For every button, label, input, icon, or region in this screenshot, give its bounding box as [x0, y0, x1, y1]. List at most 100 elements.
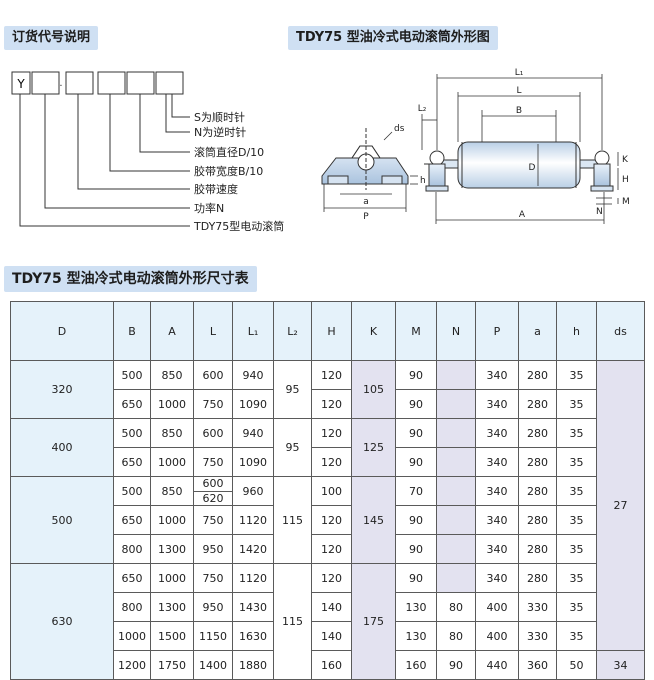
dim-label-a-length: A — [519, 210, 526, 220]
h-small-cell: 35 — [556, 389, 597, 419]
n-cell — [436, 418, 476, 448]
p-cell: 440 — [475, 650, 519, 680]
belt-width-cell: 500 — [113, 476, 151, 506]
length-l-cell: 600 — [193, 360, 233, 390]
p-cell: 340 — [475, 418, 519, 448]
height-h-cell: 100 — [311, 476, 352, 506]
bearing-seat-side-view — [321, 128, 409, 190]
dim-label-k: K — [622, 155, 629, 165]
column-header: h — [556, 301, 597, 361]
column-header: L₁ — [232, 301, 274, 361]
a-cell: 280 — [518, 447, 557, 477]
dim-label-m: M — [622, 197, 630, 207]
height-h-cell: 120 — [311, 447, 352, 477]
diameter-cell: 320 — [10, 360, 114, 419]
length-a-cell: 1300 — [150, 592, 194, 622]
code-box-power — [31, 71, 60, 95]
dim-label-p: P — [363, 212, 369, 222]
height-h-cell: 120 — [311, 505, 352, 535]
column-header: B — [113, 301, 151, 361]
length-l-cell: 750 — [193, 563, 233, 593]
belt-width-cell: 650 — [113, 563, 151, 593]
length-l-cell: 950 — [193, 534, 233, 564]
dim-label-a: a — [363, 197, 369, 207]
dim-label-ds: ds — [394, 124, 405, 134]
length-a-cell: 1000 — [150, 505, 194, 535]
code-label-diameter: 滚筒直径D/10 — [194, 145, 264, 159]
code-prefix-text: Y — [16, 77, 25, 91]
code-box-prefix — [11, 71, 31, 95]
m-cell: 90 — [395, 447, 437, 477]
length-a-cell: 1750 — [150, 650, 194, 680]
code-label-belt-width: 胶带宽度B/10 — [194, 164, 263, 178]
code-box-diameter — [126, 71, 155, 95]
height-h-cell: 120 — [311, 534, 352, 564]
k-cell: 125 — [351, 418, 396, 477]
height-h-cell: 120 — [311, 418, 352, 448]
ds-cell: 27 — [596, 360, 645, 651]
m-cell: 130 — [395, 621, 437, 651]
length-a-cell: 1000 — [150, 447, 194, 477]
h-small-cell: 35 — [556, 621, 597, 651]
m-cell: 90 — [395, 389, 437, 419]
diameter-cell: 630 — [10, 563, 114, 680]
m-cell: 90 — [395, 505, 437, 535]
n-cell — [436, 360, 476, 390]
p-cell: 340 — [475, 505, 519, 535]
column-header: L₂ — [273, 301, 312, 361]
length-l2-cell: 95 — [273, 418, 312, 477]
outline-drawing: a P ds h — [321, 68, 630, 224]
length-l-cell: 1150 — [193, 621, 233, 651]
p-cell: 340 — [475, 534, 519, 564]
length-l-value: 600 — [202, 477, 224, 491]
dim-label-l: L — [516, 86, 521, 96]
n-cell: 80 — [436, 621, 476, 651]
length-l1-cell: 1090 — [232, 389, 274, 419]
dim-label-l1: L₁ — [515, 68, 524, 78]
height-h-cell: 120 — [311, 360, 352, 390]
code-label-model: TDY75型电动滚筒 — [193, 219, 284, 233]
h-small-cell: 35 — [556, 447, 597, 477]
a-cell: 280 — [518, 476, 557, 506]
m-cell: 90 — [395, 418, 437, 448]
column-header: M — [395, 301, 437, 361]
length-l1-cell: 1630 — [232, 621, 274, 651]
code-box-speed — [65, 71, 94, 95]
length-l-cell: 750 — [193, 447, 233, 477]
n-cell — [436, 447, 476, 477]
m-cell: 90 — [395, 563, 437, 593]
code-leader-lines — [19, 94, 190, 227]
ds-cell: 34 — [596, 650, 645, 680]
n-cell — [436, 389, 476, 419]
length-a-cell: 850 — [150, 418, 194, 448]
m-cell: 70 — [395, 476, 437, 506]
m-cell: 130 — [395, 592, 437, 622]
dim-label-h-small: h — [420, 176, 426, 186]
length-l1-cell: 960 — [232, 476, 274, 506]
front-view-dimensions — [421, 74, 619, 224]
p-cell: 340 — [475, 389, 519, 419]
a-cell: 360 — [518, 650, 557, 680]
length-l1-cell: 940 — [232, 418, 274, 448]
n-cell: 80 — [436, 592, 476, 622]
k-cell: 145 — [351, 476, 396, 564]
belt-width-cell: 500 — [113, 360, 151, 390]
drawing-title: TDY75 型油冷式电动滚筒外形图 — [288, 26, 498, 50]
p-cell: 340 — [475, 563, 519, 593]
column-header: A — [150, 301, 194, 361]
length-l-cell: 750 — [193, 389, 233, 419]
column-header: N — [436, 301, 476, 361]
column-header: K — [351, 301, 396, 361]
length-l-cell: 1400 — [193, 650, 233, 680]
length-l-cell: 950 — [193, 592, 233, 622]
length-a-cell: 1500 — [150, 621, 194, 651]
belt-width-cell: 650 — [113, 389, 151, 419]
length-l1-cell: 940 — [232, 360, 274, 390]
column-header: L — [193, 301, 233, 361]
